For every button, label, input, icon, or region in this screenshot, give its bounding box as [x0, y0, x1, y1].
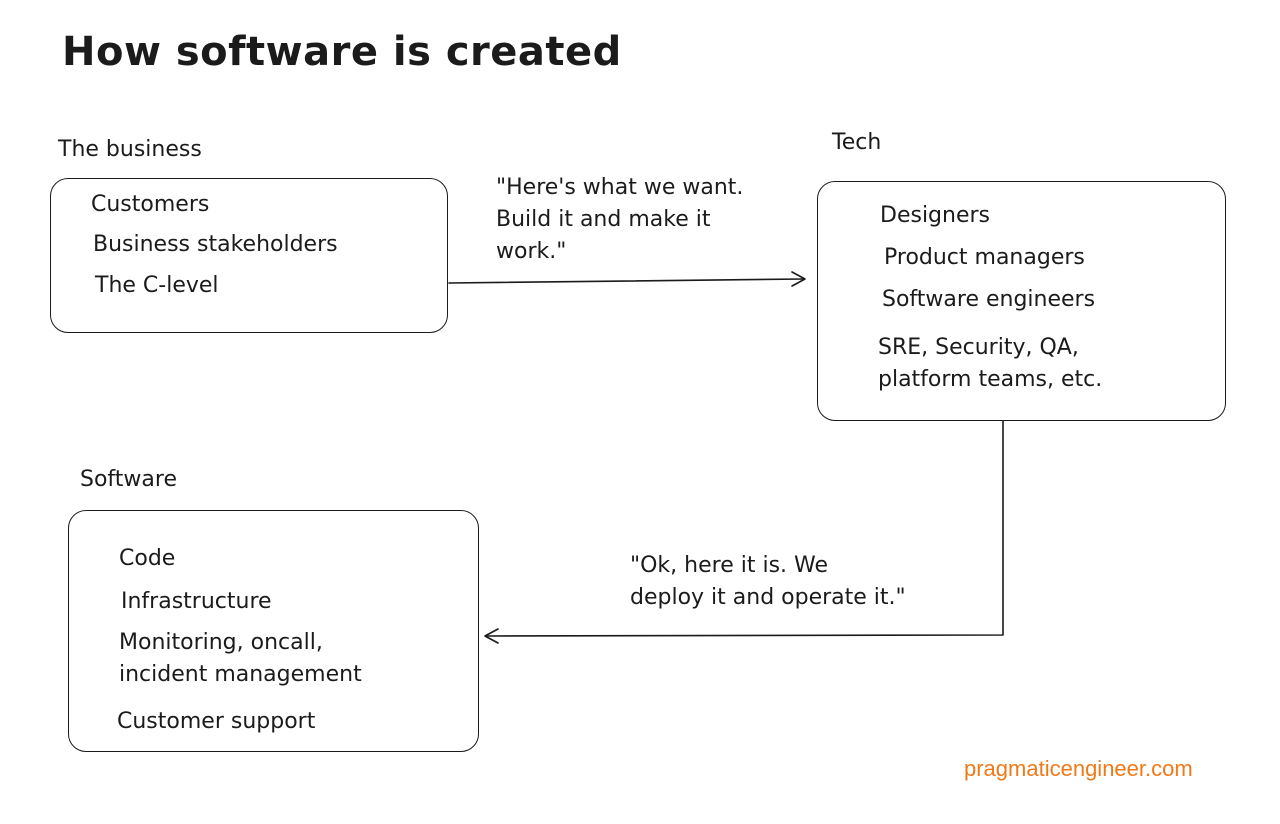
footer-site-link[interactable]: pragmaticengineer.com	[964, 756, 1193, 781]
software-item-infrastructure: Infrastructure	[121, 589, 272, 614]
quote-business-to-tech-line-1: "Here's what we want.	[496, 175, 744, 200]
quote-tech-to-software-line-1: "Ok, here it is. We	[630, 553, 829, 578]
tech-item-other-teams-line-2: platform teams, etc.	[878, 367, 1103, 392]
tech-item-software-engineers: Software engineers	[882, 287, 1096, 312]
quote-business-to-tech-line-2: Build it and make it	[496, 207, 711, 232]
software-item-customer-support: Customer support	[117, 709, 316, 734]
quote-business-to-tech: "Here's what we want. Build it and make …	[496, 172, 743, 268]
arrow-business-to-tech-head	[791, 271, 806, 287]
business-item-customers: Customers	[91, 192, 210, 217]
quote-tech-to-software: "Ok, here it is. We deploy it and operat…	[630, 550, 906, 614]
tech-box: Designers Product managers Software engi…	[817, 181, 1226, 421]
tech-item-designers: Designers	[880, 203, 990, 228]
software-item-code: Code	[119, 546, 176, 571]
diagram-title: How software is created	[62, 29, 622, 75]
software-item-monitoring-line-1: Monitoring, oncall,	[119, 630, 323, 655]
tech-item-product-managers: Product managers	[884, 245, 1085, 270]
software-item-monitoring-line-2: incident management	[119, 662, 362, 687]
business-box: Customers Business stakeholders The C-le…	[50, 178, 448, 333]
quote-business-to-tech-line-3: work."	[496, 239, 567, 264]
tech-item-other-teams-line-1: SRE, Security, QA,	[878, 335, 1079, 360]
tech-group-label: Tech	[832, 130, 882, 155]
software-group-label: Software	[80, 467, 177, 492]
arrow-tech-to-software-head	[484, 628, 499, 644]
arrow-business-to-tech	[448, 278, 805, 284]
software-box: Code Infrastructure Monitoring, oncall, …	[68, 510, 479, 752]
quote-tech-to-software-line-2: deploy it and operate it."	[630, 585, 906, 610]
arrow-tech-to-software	[485, 420, 1004, 637]
business-item-stakeholders: Business stakeholders	[93, 232, 338, 257]
business-item-c-level: The C-level	[95, 273, 219, 298]
business-group-label: The business	[58, 137, 202, 162]
